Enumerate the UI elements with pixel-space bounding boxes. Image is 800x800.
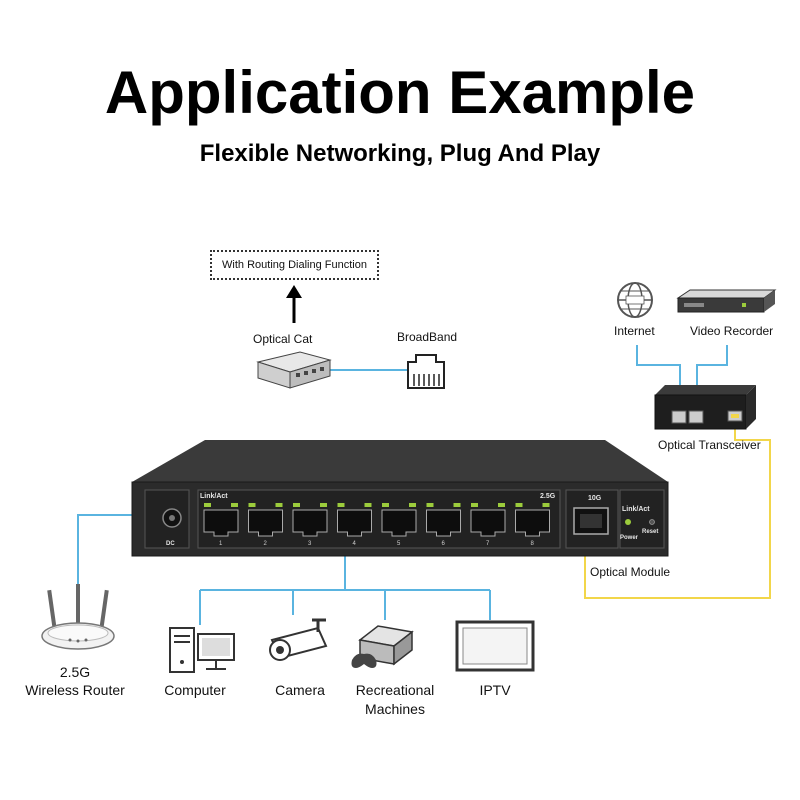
computer-icon xyxy=(169,627,235,673)
panel-linkact-label: Link/Act xyxy=(200,493,228,500)
port-number-label: 1 xyxy=(219,541,223,547)
camera-label: Camera xyxy=(275,682,325,698)
port-number-label: 4 xyxy=(353,541,357,547)
port-number-label: 3 xyxy=(308,541,312,547)
port-number-label: 6 xyxy=(442,541,446,547)
diagram-title: Application Example xyxy=(104,59,696,126)
port-number-label: 5 xyxy=(397,541,401,547)
panel-sfp-label: 10G xyxy=(588,495,602,502)
iptv-label: IPTV xyxy=(479,682,511,698)
fiber-module-transceiver xyxy=(584,418,771,599)
up-arrow-icon xyxy=(286,285,302,323)
computer-label: Computer xyxy=(164,682,226,698)
optical-cat-icon xyxy=(256,351,332,389)
diagram-subtitle: Flexible Networking, Plug And Play xyxy=(199,140,601,167)
broadband-label: BroadBand xyxy=(397,330,458,344)
optical-transceiver-label: Optical Transceiver xyxy=(658,438,761,452)
recreational-label-line2: Machines xyxy=(365,701,425,717)
port-number-label: 2 xyxy=(264,541,268,547)
recreational-label-line1: Recreational xyxy=(355,682,435,698)
optical-module-label: Optical Module xyxy=(590,565,671,579)
dc-jack-icon xyxy=(162,508,182,528)
reset-button-icon xyxy=(649,519,655,525)
fiber-links xyxy=(584,418,771,599)
rj45-port-5: 5 xyxy=(381,503,417,547)
router-speed-label: 2.5G xyxy=(59,664,91,680)
rj45-port-1: 1 xyxy=(203,503,239,547)
rj45-port-6: 6 xyxy=(426,503,461,547)
video-recorder-icon xyxy=(676,289,777,313)
rj45-port-3: 3 xyxy=(292,503,328,547)
panel-power-label: Power xyxy=(620,535,639,541)
rj45-port-4: 4 xyxy=(337,503,372,547)
panel-dc-label: DC xyxy=(166,541,175,547)
routing-dialing-note: With Routing Dialing Function xyxy=(210,250,379,280)
rj45-port-8: 8 xyxy=(515,503,550,547)
optical-transceiver-icon xyxy=(654,385,756,430)
rj45-jack-icon xyxy=(407,354,445,389)
security-camera-icon xyxy=(269,618,328,661)
panel-speed-label: 2.5G xyxy=(540,493,556,500)
globe-icon xyxy=(617,282,653,318)
internet-label: Internet xyxy=(614,324,655,338)
wireless-router-icon xyxy=(41,584,115,650)
port-number-label: 8 xyxy=(531,541,535,547)
port-number-label: 7 xyxy=(486,541,490,547)
tv-icon xyxy=(455,620,535,672)
game-console-icon xyxy=(351,625,414,668)
rj45-port-7: 7 xyxy=(470,503,506,547)
panel-reset-label: Reset xyxy=(642,529,658,535)
video-recorder-label: Video Recorder xyxy=(690,324,774,338)
rj45-port-2: 2 xyxy=(248,503,283,547)
router-name-label: Wireless Router xyxy=(25,682,125,698)
power-led-icon xyxy=(625,519,631,525)
network-switch: 1 2 3 4 5 6 7 8 Link/Act 2.5G 10G Link/Act Powe… xyxy=(131,440,669,557)
sfp-port-icon xyxy=(573,507,609,535)
optical-cat-label: Optical Cat xyxy=(253,332,313,346)
panel-linkact-right-label: Link/Act xyxy=(622,506,650,513)
